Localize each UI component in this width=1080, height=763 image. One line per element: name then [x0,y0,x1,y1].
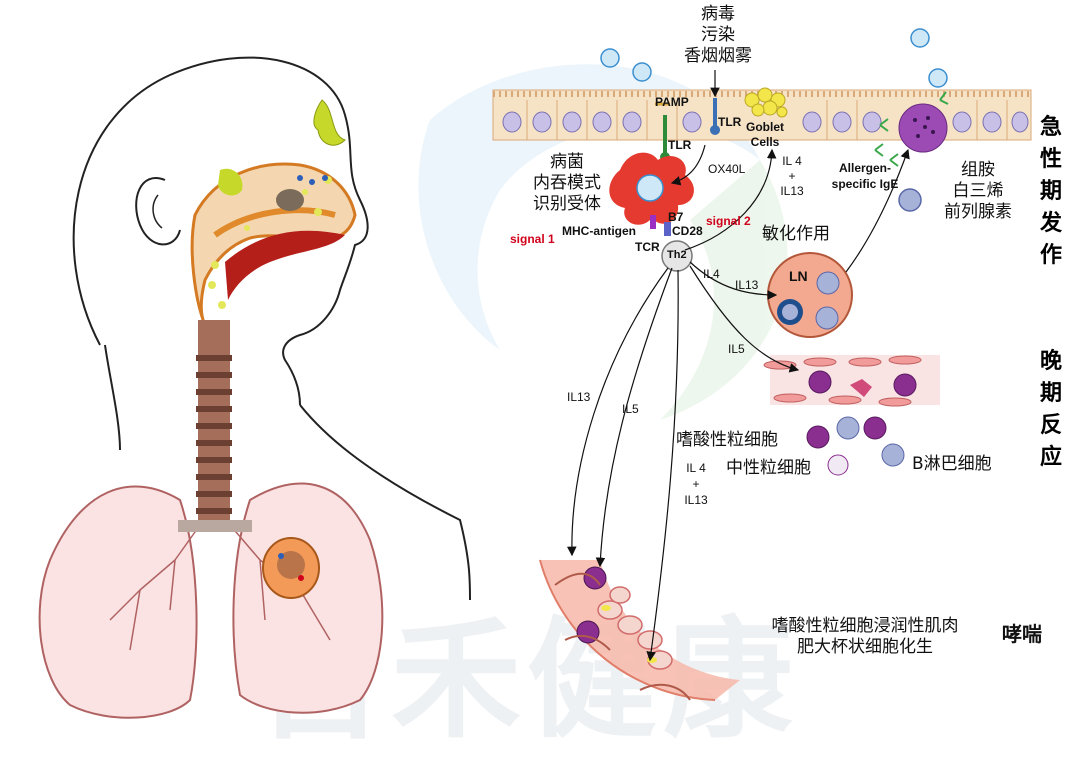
il4-label: IL4 [703,267,720,281]
b7-label: B7 [668,210,684,224]
tcr-label: TCR [635,240,660,254]
il5-left-label: IL5 [622,402,639,416]
trachea [196,320,232,530]
lungs [38,482,384,719]
neutrophil-label: 中性粒细胞 [726,458,811,478]
head-profile [72,56,471,601]
late-phase-heading: 晚期反应 [1039,349,1062,470]
il4-il13-top-label: IL 4+IL13 [780,154,804,198]
signal2-label: signal 2 [706,214,751,228]
ln-label: LN [789,268,808,284]
mhc-antigen-label: MHC-antigen [562,224,636,238]
th2-cell [661,240,693,272]
trigger-label: 病毒 污染 香烟烟雾 [684,4,752,66]
allergen-ige-label: Allergen-specific IgE [831,161,899,191]
acute-phase-heading: 急性期发作 [1039,115,1062,268]
pathogen-receptor-label: 病菌 内吞模式 识别受体 [533,152,601,214]
sensitization-label: 敏化作用 [762,224,830,244]
il13-label: IL13 [735,278,759,292]
pamp-label: PAMP [655,95,689,109]
airway-effects-label: 嗜酸性粒细胞浸润性肌肉 肥大杯状细胞化生 [771,616,959,657]
lymph-node [767,252,853,338]
mediator-cell [898,188,922,212]
ox40l-label: OX40L [708,162,746,176]
il13-left-label: IL13 [567,390,591,404]
pathway-arrows [567,70,910,662]
b-lymphocyte-label: B淋巴细胞 [912,454,992,474]
tlr-label-b: TLR [718,115,742,129]
virus-particles [600,28,948,88]
cd28-label: CD28 [672,224,703,238]
airway-wall [539,559,740,701]
th2-label: Th2 [667,249,687,261]
signal1-label: signal 1 [510,232,555,246]
il5-right-label: IL5 [728,342,745,356]
mast-cell [874,91,949,167]
dendritic-cell [609,152,694,236]
tlr-label-a: TLR [668,138,692,152]
asthma-heading: 哮喘 [1002,622,1042,646]
eosinophil-label: 嗜酸性粒细胞 [676,430,778,450]
mediators-label: 组胺 白三烯 前列腺素 [944,160,1012,222]
nasal-cavity [190,99,357,326]
il4-il13-mid-label: IL 4+IL13 [684,461,708,507]
